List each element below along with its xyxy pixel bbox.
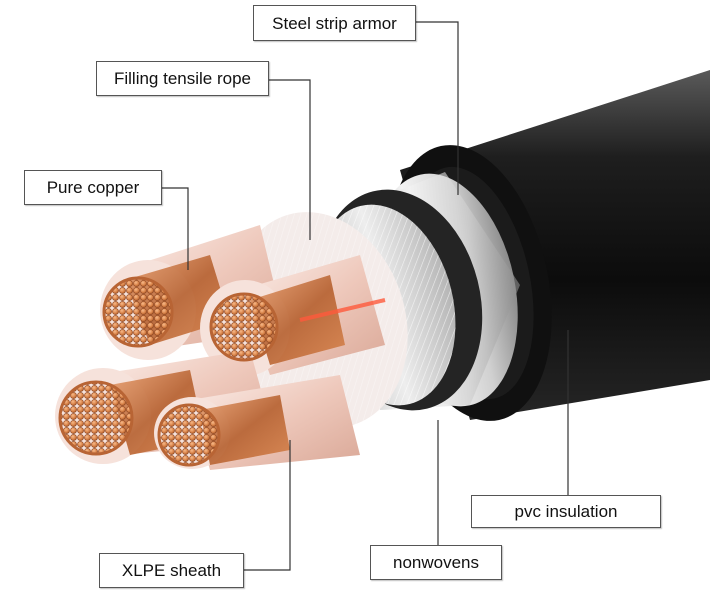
leader-steel-armor xyxy=(416,21,459,195)
pure-copper-label: Pure copper xyxy=(24,170,162,205)
copper-conductor-end-upper-right xyxy=(209,292,279,362)
copper-conductor-end-upper-left xyxy=(102,276,174,348)
copper-conductor-end-lower-right xyxy=(157,403,221,467)
copper-conductor-end-lower-left xyxy=(58,380,134,456)
xlpe-sheath-label: XLPE sheath xyxy=(99,553,244,588)
leader-lines xyxy=(162,21,569,571)
pvc-insulation-label: pvc insulation xyxy=(471,495,661,528)
steel-strip-armor-label: Steel strip armor xyxy=(253,5,416,41)
filling-tensile-rope-label: Filling tensile rope xyxy=(96,61,269,96)
leader-pure-copper xyxy=(162,187,189,270)
nonwovens-label: nonwovens xyxy=(370,545,502,580)
leader-filling-rope xyxy=(269,79,311,240)
leader-xlpe-sheath xyxy=(244,440,291,571)
